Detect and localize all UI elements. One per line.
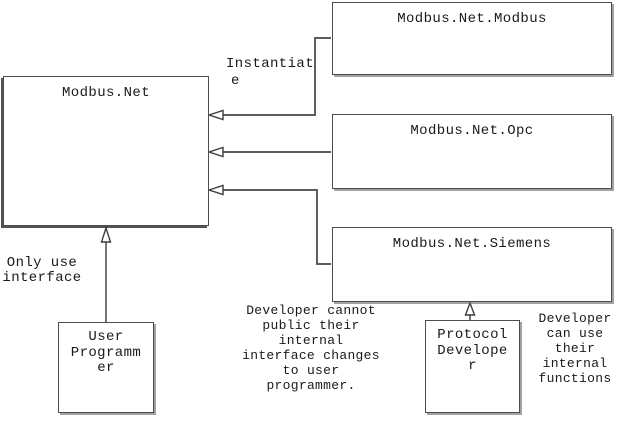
label-line: interface	[2, 270, 82, 286]
title-line: Protocol	[437, 327, 508, 343]
note-line: functions	[538, 371, 612, 386]
open-triangle-arrowhead-icon	[464, 301, 476, 316]
note-line: their	[554, 341, 596, 356]
connector-user-programmer-to-core	[100, 225, 112, 322]
class-box-modbus-net-siemens: Modbus.Net.Siemens	[332, 227, 612, 302]
open-triangle-arrowhead-icon	[206, 184, 224, 196]
note-line: programmer.	[266, 378, 356, 393]
only-use-interface-label: Only use interface	[0, 256, 84, 286]
connector-modbus-to-core	[206, 37, 331, 121]
note-line: can use	[546, 326, 604, 341]
open-triangle-arrowhead-icon	[206, 109, 224, 121]
label-line: Only use	[6, 255, 78, 271]
title-line: Programm	[70, 344, 142, 361]
class-title-modbus-net-opc: Modbus.Net.Opc	[410, 123, 534, 139]
note-line: Developer cannot	[246, 303, 376, 318]
connector-opc-to-core	[206, 146, 331, 158]
class-title-user-programmer: User Programm er	[59, 323, 153, 377]
class-title-modbus-net: Modbus.Net	[61, 85, 150, 101]
title-line: User	[88, 329, 124, 345]
note-line: Developer	[538, 311, 612, 326]
class-box-user-programmer: User Programm er	[58, 322, 154, 413]
instantiate-label-line2: e	[231, 73, 240, 89]
open-triangle-arrowhead-icon	[206, 146, 224, 158]
class-title-modbus-net-modbus: Modbus.Net.Modbus	[397, 11, 547, 27]
note-line: public their	[262, 318, 360, 333]
instantiate-label-line1: Instantiat	[226, 56, 315, 72]
note-line: to user	[282, 363, 340, 378]
note-line: internal	[278, 333, 344, 348]
note-line: interface changes	[242, 348, 380, 363]
class-box-modbus-net-modbus: Modbus.Net.Modbus	[332, 2, 612, 75]
class-box-modbus-net-opc: Modbus.Net.Opc	[332, 114, 612, 189]
open-triangle-arrowhead-icon	[100, 225, 112, 243]
connector-siemens-to-core	[206, 184, 331, 265]
class-box-protocol-developer: Protocol Develope r	[425, 320, 520, 413]
connector-protocol-developer-to-siemens	[464, 301, 476, 320]
note-line: internal	[542, 356, 608, 371]
title-line: Develope	[437, 342, 508, 359]
title-line: er	[97, 360, 115, 376]
class-title-protocol-developer: Protocol Develope r	[426, 321, 519, 375]
developer-cannot-note: Developer cannot public their internal i…	[241, 303, 381, 393]
connector-line	[223, 189, 331, 265]
title-line: r	[468, 358, 477, 374]
class-box-modbus-net: Modbus.Net	[3, 76, 209, 226]
developer-can-note: Developer can use their internal functio…	[531, 311, 619, 386]
connector-line	[223, 37, 331, 116]
class-title-modbus-net-siemens: Modbus.Net.Siemens	[392, 236, 552, 252]
